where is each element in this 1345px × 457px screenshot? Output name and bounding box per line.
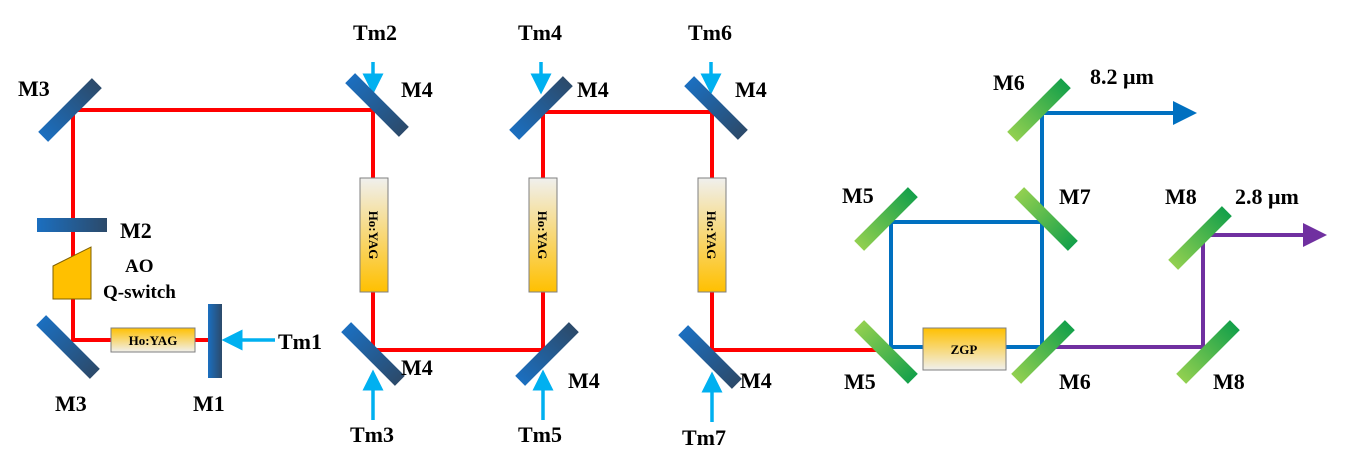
mirror-m4-e <box>684 76 748 140</box>
crystal-amp2-hoyag: Ho:YAG <box>528 177 558 293</box>
mirror-m4-a <box>345 73 409 137</box>
label-tm7: Tm7 <box>682 425 726 450</box>
mirror-m6-top <box>1007 78 1071 142</box>
label-m4-f: M4 <box>740 368 772 393</box>
label-m6-bottom: M6 <box>1059 369 1091 394</box>
label-m7: M7 <box>1059 184 1091 209</box>
mirror-m4-d <box>515 322 579 386</box>
mirror-m2 <box>37 218 107 232</box>
svg-text:Ho:YAG: Ho:YAG <box>366 211 381 260</box>
label-m4-b: M4 <box>401 355 433 380</box>
label-tm2: Tm2 <box>353 20 397 45</box>
pump-beam-path <box>71 108 880 352</box>
mirror-m3-top <box>38 78 102 142</box>
svg-text:Ho:YAG: Ho:YAG <box>704 211 719 260</box>
label-out-8-2um: 8.2 μm <box>1090 64 1154 89</box>
crystal-amp1-hoyag: Ho:YAG <box>359 177 389 293</box>
mirror-m4-c <box>509 76 573 140</box>
crystal-seed-hoyag: Ho:YAG <box>110 327 196 353</box>
crystal-amp3-hoyag: Ho:YAG <box>697 177 727 293</box>
mirror-m7 <box>1014 187 1078 251</box>
mirror-m4-b <box>341 322 405 386</box>
idler-beam-path <box>889 101 1197 349</box>
mirror-m8-top <box>1168 206 1232 270</box>
signal-beam-path <box>1042 223 1327 349</box>
label-m5-bottom: M5 <box>844 369 876 394</box>
label-tm6: Tm6 <box>688 20 732 45</box>
mirror-m1 <box>208 304 222 378</box>
label-m3-bottom: M3 <box>55 391 87 416</box>
label-m4-a: M4 <box>401 77 433 102</box>
svg-text:Ho:YAG: Ho:YAG <box>535 211 550 260</box>
label-q-switch: Q-switch <box>103 282 176 303</box>
mirror-m5-bottom <box>854 320 918 384</box>
label-tm3: Tm3 <box>350 422 394 447</box>
mirror-m3-bottom <box>36 315 100 379</box>
label-m8-bottom: M8 <box>1213 369 1245 394</box>
label-out-2-8um: 2.8 μm <box>1235 184 1299 209</box>
label-m5-top: M5 <box>842 183 874 208</box>
label-m3-top: M3 <box>18 76 50 101</box>
mirror-m4-f <box>678 325 742 389</box>
label-ao: AO <box>125 256 154 277</box>
mirror-m5-top <box>854 187 918 251</box>
label-m4-c: M4 <box>577 77 609 102</box>
label-m4-e: M4 <box>735 77 767 102</box>
label-tm1: Tm1 <box>278 329 322 354</box>
label-tm4: Tm4 <box>518 20 562 45</box>
ao-q-switch <box>52 246 92 300</box>
crystal-zgp: ZGP <box>922 327 1007 371</box>
svg-text:ZGP: ZGP <box>951 342 978 357</box>
label-m4-d: M4 <box>568 368 600 393</box>
label-m8-top: M8 <box>1165 184 1197 209</box>
label-m1: M1 <box>193 391 225 416</box>
label-m6-top: M6 <box>993 70 1025 95</box>
mirror-m8-bottom <box>1176 320 1240 384</box>
label-m2: M2 <box>120 218 152 243</box>
label-tm5: Tm5 <box>518 422 562 447</box>
svg-text:Ho:YAG: Ho:YAG <box>129 333 178 348</box>
mirror-m6-bottom <box>1011 320 1075 384</box>
